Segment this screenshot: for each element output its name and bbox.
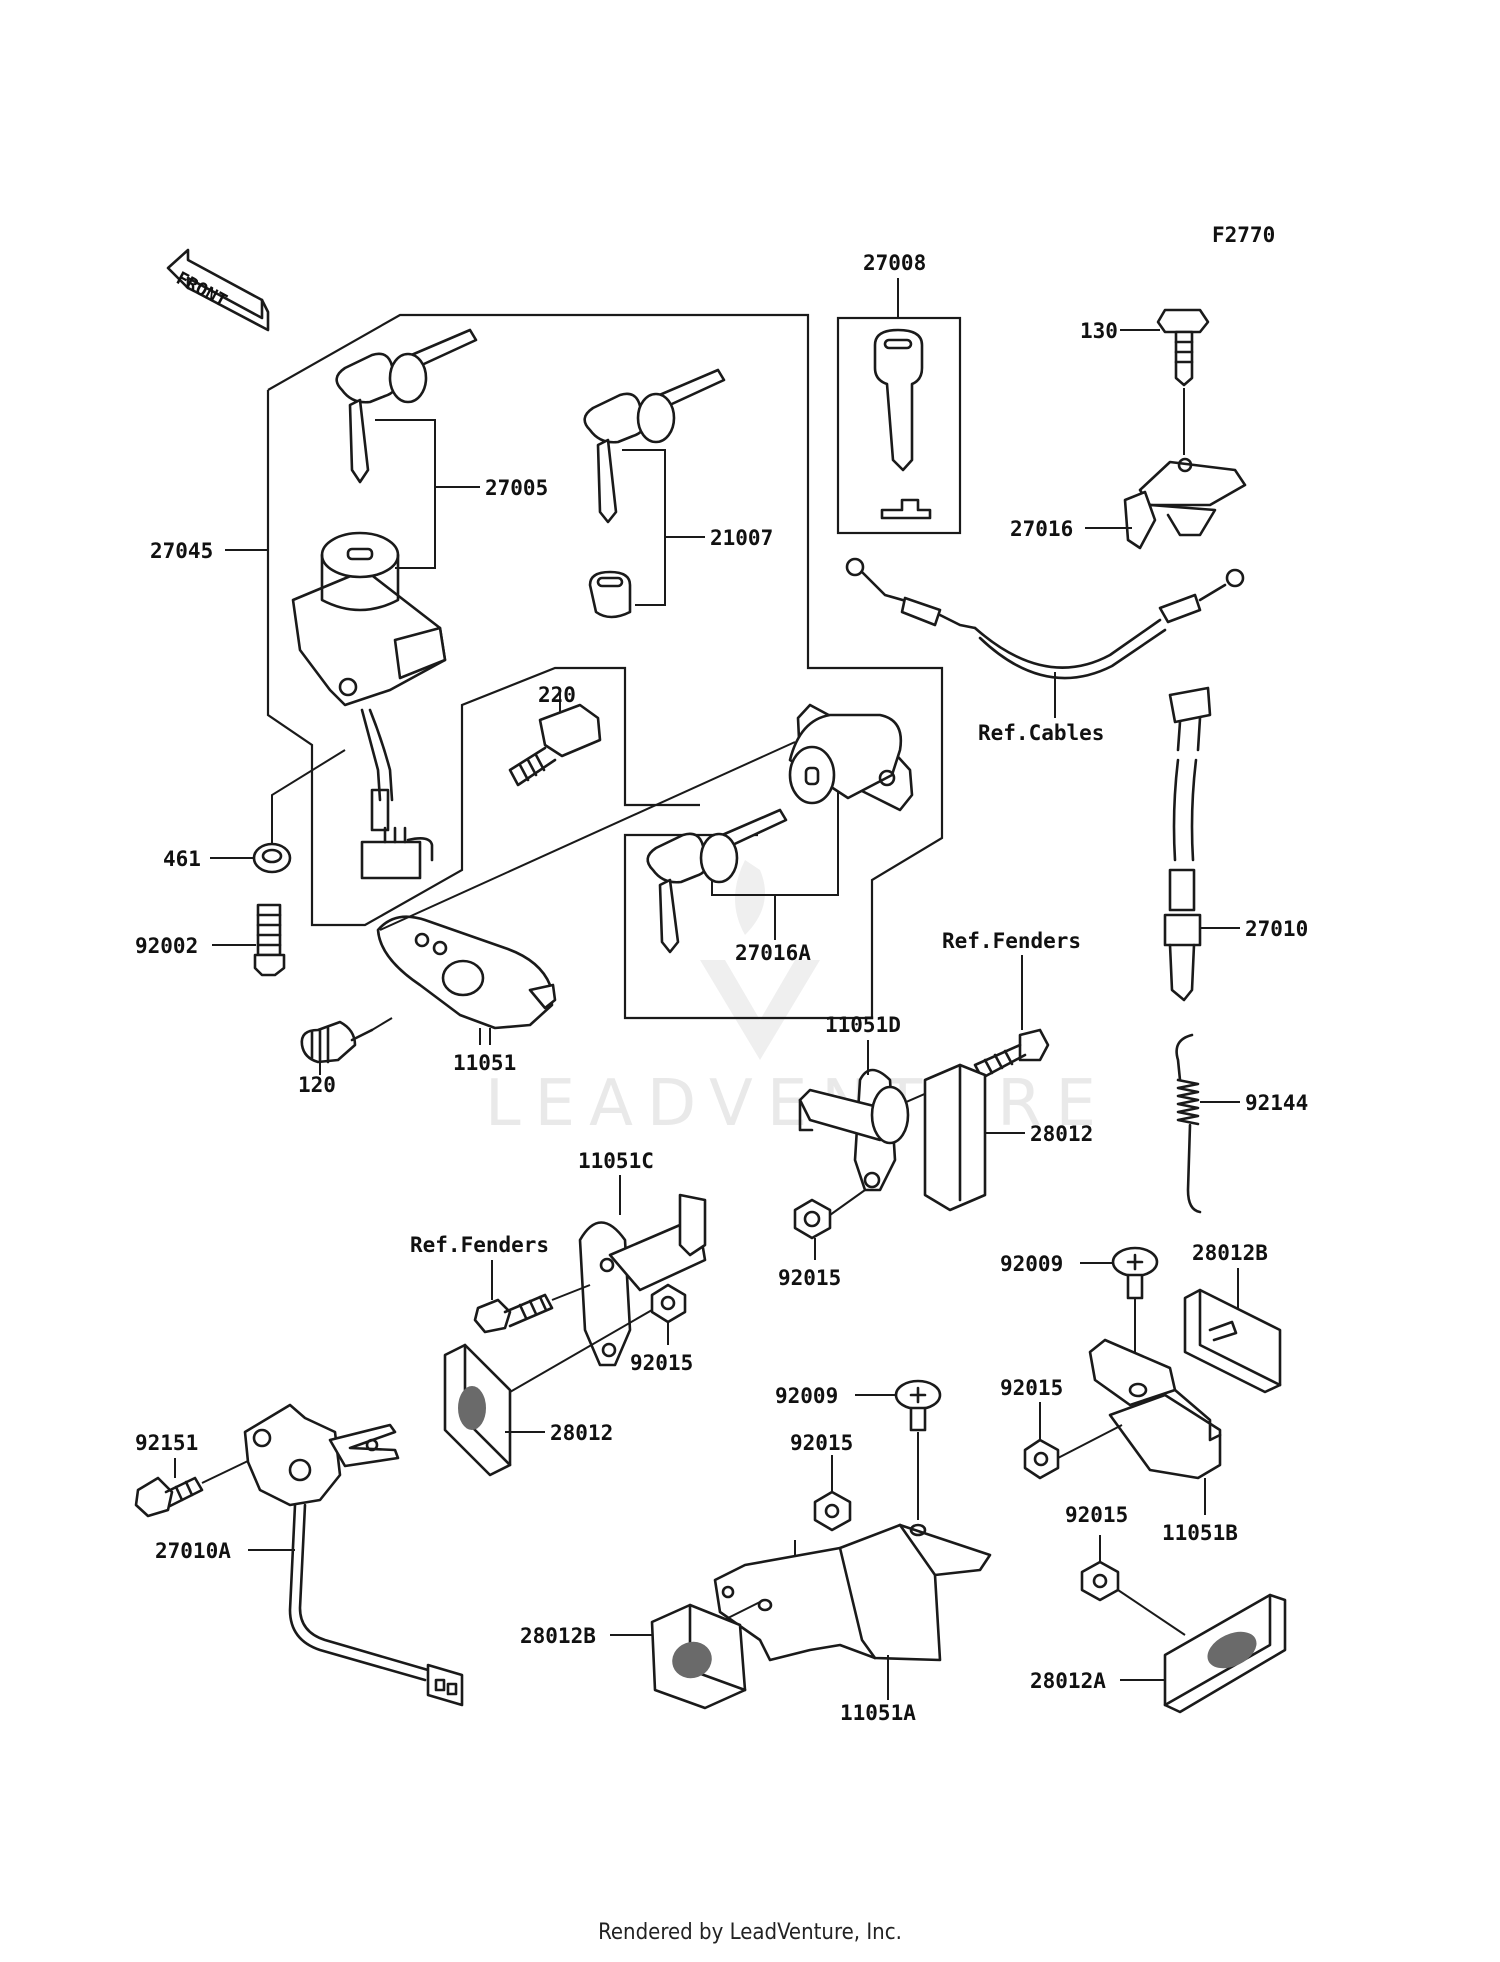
label-92015-a: 92015 bbox=[778, 1266, 841, 1290]
bolt-92002-icon bbox=[253, 903, 286, 977]
label-27005: 27005 bbox=[485, 476, 548, 500]
keys-21007-icon bbox=[583, 368, 726, 619]
label-11051: 11051 bbox=[453, 1051, 516, 1075]
watermark-text: LEADVENTURE bbox=[485, 1067, 1110, 1141]
nut-92015-a-icon bbox=[793, 1198, 832, 1240]
group-frame-27045 bbox=[267, 313, 944, 1020]
label-ref-fenders-2: Ref.Fenders bbox=[410, 1233, 549, 1257]
screw-220-icon bbox=[508, 703, 602, 787]
nut-92015-e-icon bbox=[1080, 1560, 1120, 1602]
screw-92009-b-icon bbox=[894, 1379, 942, 1432]
label-28012-a: 28012 bbox=[1030, 1122, 1093, 1146]
label-ref-fenders-1: Ref.Fenders bbox=[942, 929, 1081, 953]
nut-92015-d-icon bbox=[813, 1490, 852, 1532]
label-11051B: 11051B bbox=[1162, 1521, 1238, 1545]
bracket-11051-icon bbox=[376, 915, 557, 1030]
label-120: 120 bbox=[298, 1073, 336, 1097]
bolt-ref-fenders-2-icon bbox=[473, 1293, 554, 1334]
label-28012B-a: 28012B bbox=[1192, 1241, 1268, 1265]
lock-27016A-icon bbox=[646, 703, 914, 954]
label-92009-a: 92009 bbox=[1000, 1252, 1063, 1276]
label-ref-cables: Ref.Cables bbox=[978, 721, 1104, 745]
switch-27010-icon bbox=[1163, 686, 1212, 1002]
screw-120-icon bbox=[300, 1020, 374, 1064]
label-27010: 27010 bbox=[1245, 917, 1308, 941]
label-92002: 92002 bbox=[135, 934, 198, 958]
diagram-id: F2770 bbox=[1212, 223, 1275, 247]
label-21007: 21007 bbox=[710, 526, 773, 550]
cables-icon bbox=[845, 557, 1245, 680]
bracket-27016-icon bbox=[1123, 457, 1247, 550]
bracket-11051A-icon bbox=[713, 1523, 992, 1662]
label-92144: 92144 bbox=[1245, 1091, 1308, 1115]
label-27016: 27016 bbox=[1010, 517, 1073, 541]
key-27008-icon bbox=[873, 328, 932, 520]
label-27045: 27045 bbox=[150, 539, 213, 563]
reflector-28012A-icon bbox=[1163, 1593, 1287, 1714]
spring-92144-icon bbox=[1175, 1033, 1202, 1214]
reflector-28012B-b-icon bbox=[650, 1603, 747, 1710]
label-130: 130 bbox=[1080, 319, 1118, 343]
group-frame-left bbox=[266, 390, 700, 927]
watermark: LEADVENTURE bbox=[485, 860, 1110, 1141]
label-92151: 92151 bbox=[135, 1431, 198, 1455]
label-11051C: 11051C bbox=[578, 1149, 654, 1173]
reflector-28012-icon bbox=[923, 1063, 987, 1212]
label-461: 461 bbox=[163, 847, 201, 871]
bracket-11051B-icon bbox=[1088, 1338, 1222, 1480]
label-28012-b: 28012 bbox=[550, 1421, 613, 1445]
bolt-130-icon bbox=[1156, 308, 1210, 387]
label-11051D: 11051D bbox=[825, 1013, 901, 1037]
front-arrow-icon: FRONT bbox=[166, 248, 270, 332]
label-27008: 27008 bbox=[863, 251, 926, 275]
nut-92015-b-icon bbox=[650, 1283, 687, 1324]
bolt-92151-icon bbox=[134, 1476, 204, 1518]
screw-92009-a-icon bbox=[1111, 1246, 1159, 1300]
washer-461-icon bbox=[252, 842, 292, 874]
label-92015-c: 92015 bbox=[1000, 1376, 1063, 1400]
keys-27005-icon bbox=[335, 328, 478, 484]
nut-92015-c-icon bbox=[1023, 1438, 1060, 1480]
label-92009-b: 92009 bbox=[775, 1384, 838, 1408]
label-92015-e: 92015 bbox=[1065, 1503, 1128, 1527]
label-92015-b: 92015 bbox=[630, 1351, 693, 1375]
reflector-28012-b-icon bbox=[443, 1343, 512, 1477]
footer-credit: Rendered by LeadVenture, Inc. bbox=[598, 1920, 902, 1945]
switch-27010A-icon bbox=[243, 1403, 464, 1707]
ignition-switch-icon bbox=[291, 531, 447, 880]
bracket-11051D-icon bbox=[798, 1068, 962, 1192]
bracket-11051C-icon bbox=[578, 1193, 707, 1367]
label-28012A: 28012A bbox=[1030, 1669, 1106, 1693]
label-28012B-b: 28012B bbox=[520, 1624, 596, 1648]
label-27016A: 27016A bbox=[735, 941, 811, 965]
label-11051A: 11051A bbox=[840, 1701, 916, 1725]
label-27010A: 27010A bbox=[155, 1539, 231, 1563]
label-92015-d: 92015 bbox=[790, 1431, 853, 1455]
reflector-28012B-a-icon bbox=[1183, 1288, 1282, 1394]
label-220: 220 bbox=[538, 683, 576, 707]
